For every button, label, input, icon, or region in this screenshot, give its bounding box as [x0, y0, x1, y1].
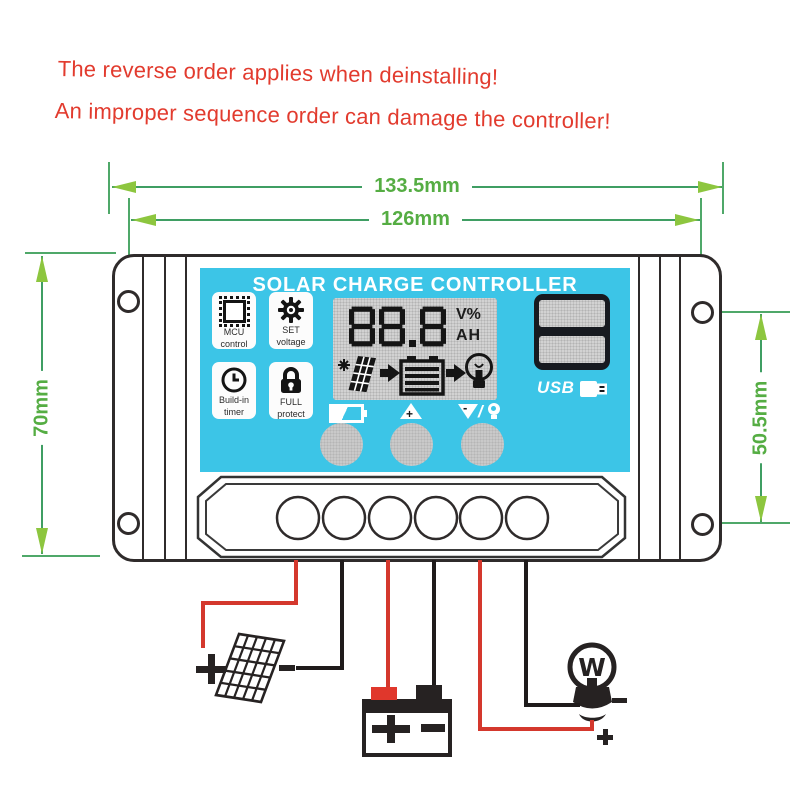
down-minus-light-icon: - / [458, 400, 504, 421]
lcd-display: 88.8 V% AH [333, 298, 497, 400]
battery-status-icon [329, 404, 367, 423]
fin-line [142, 257, 144, 559]
dimension-tick [25, 252, 116, 254]
wire-load-positive [590, 720, 594, 729]
up-plus-icon: + [400, 403, 422, 421]
arrowhead-right-icon [675, 214, 699, 226]
fin-line [679, 257, 681, 559]
wire-load-positive [478, 727, 594, 731]
solar-panel-icon [338, 356, 376, 393]
dimension-tick [700, 198, 702, 308]
usb-label: USB [537, 378, 575, 397]
feature-label: protect [277, 409, 305, 419]
solar-plus-sign: + [196, 654, 226, 684]
wire-solar-negative [340, 560, 344, 670]
wire-battery-negative [432, 560, 436, 687]
lcd-digits [349, 305, 446, 348]
usb-slot [539, 336, 605, 363]
dimension-tick [108, 162, 110, 214]
gear-icon [278, 297, 304, 323]
arrow-right-icon [380, 364, 400, 382]
arrowhead-left-icon [112, 181, 136, 193]
fin-line [185, 257, 187, 559]
bulb-filament: W [578, 653, 606, 682]
arrowhead-up-icon [755, 314, 767, 340]
wire-solar-positive [201, 601, 205, 648]
wire-load-positive [478, 560, 482, 731]
feature-label: voltage [276, 337, 306, 347]
mounting-hole [691, 513, 714, 536]
battery-negative-terminal [416, 685, 442, 700]
feature-tile-mcu-control: MCU control [212, 292, 256, 349]
down-button [461, 423, 504, 466]
wire-battery-positive [386, 560, 390, 689]
usb-slot [539, 300, 605, 327]
device-title: SOLAR CHARGE CONTROLLER [252, 274, 578, 296]
feature-tile-set-voltage: SET voltage [269, 292, 313, 349]
usb-plug-icon [580, 381, 607, 397]
clock-icon [221, 367, 247, 393]
dimension-tick [702, 311, 790, 313]
wire-load-negative [524, 703, 580, 707]
bulb-icon [465, 353, 493, 388]
arrowhead-right-icon [698, 181, 722, 193]
feature-label: timer [224, 407, 244, 417]
dimension-tick [22, 555, 100, 557]
dimension-tick [128, 198, 130, 302]
mounting-hole [117, 290, 140, 313]
terminal-holes [275, 495, 550, 541]
arrowhead-down-icon [36, 528, 48, 554]
dimension-tick [702, 522, 790, 524]
usb-port [534, 294, 610, 370]
battery-icon [399, 356, 445, 396]
feature-label: SET [282, 325, 300, 335]
arrowhead-down-icon [755, 496, 767, 522]
wire-solar-positive [294, 560, 298, 604]
fin-line [164, 257, 166, 559]
arrowhead-up-icon [36, 256, 48, 282]
battery-positive-terminal [371, 687, 397, 700]
arrowhead-left-icon [132, 214, 156, 226]
feature-tile-build-in-timer: Build-in timer [212, 362, 256, 419]
lcd-unit-top: V% [456, 306, 481, 323]
feature-tile-full-protect: FULL protect [269, 362, 313, 419]
mounting-hole [691, 301, 714, 324]
fin-line [638, 257, 640, 559]
solar-panel-symbol [214, 632, 286, 704]
bulb-symbol: W [567, 642, 617, 722]
arrow-right-icon [446, 364, 466, 382]
feature-label: FULL [279, 397, 302, 407]
wire-solar-negative [296, 666, 344, 670]
up-button [390, 423, 433, 466]
load-plus-sign: + [597, 729, 613, 745]
wire-solar-positive [201, 601, 298, 605]
dimension-outer-width-label: 133.5mm [362, 175, 472, 197]
feature-label: control [220, 339, 248, 349]
chip-icon [218, 296, 250, 327]
select-button [320, 423, 363, 466]
lcd-unit-bottom: AH [456, 327, 482, 344]
dimension-mount-width-label: 126mm [369, 208, 462, 230]
battery-plus-sign: + [372, 715, 410, 743]
feature-label: Build-in [218, 395, 249, 405]
wire-load-negative [524, 560, 528, 707]
lock-icon [281, 367, 301, 393]
fin-line [659, 257, 661, 559]
terminal-cover-bevel [205, 483, 619, 551]
mounting-hole [117, 512, 140, 535]
dimension-tick [722, 162, 724, 214]
feature-label: MCU [223, 327, 245, 337]
